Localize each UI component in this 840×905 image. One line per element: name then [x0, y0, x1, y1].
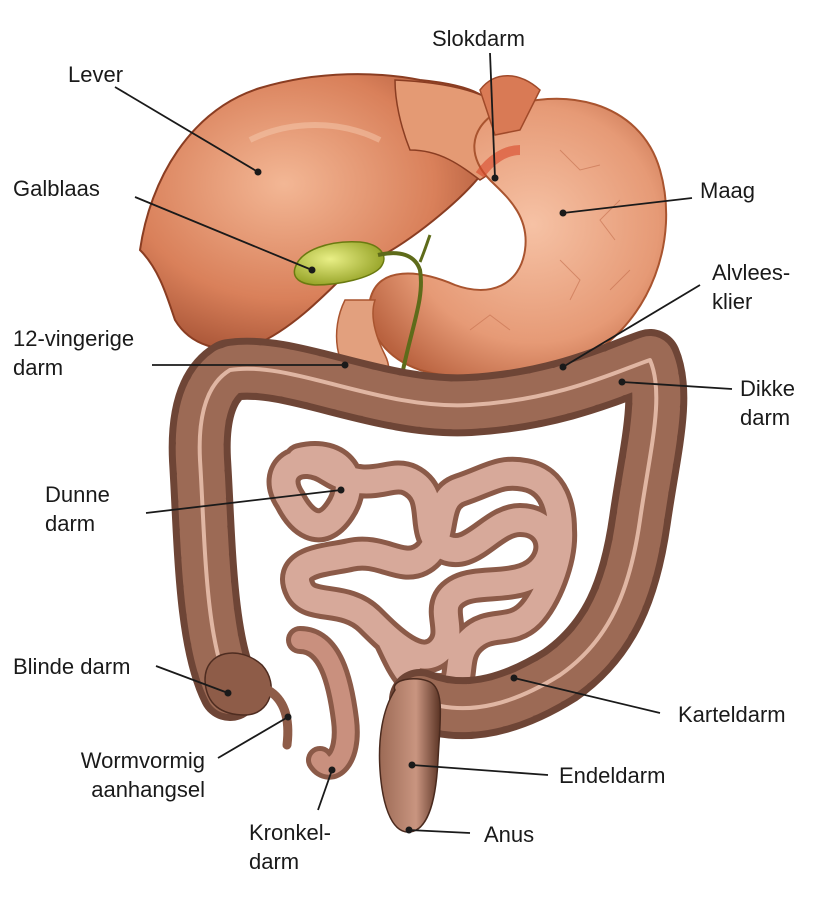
leader-lever: [114, 86, 259, 173]
label-kronkeldarm-line2: darm: [249, 849, 300, 874]
label-slokdarm: Slokdarm: [432, 26, 525, 51]
leader-slokdarm: [489, 52, 496, 179]
label-dunne-darm-line2: darm: [45, 511, 96, 536]
label-blinde-darm: Blinde darm: [13, 654, 131, 679]
label-dikke-darm-line1: Dikke: [740, 376, 796, 401]
label-lever: Lever: [68, 62, 124, 87]
leader-maag: [562, 197, 693, 214]
large-intestine-shape: [168, 329, 688, 740]
stomach-shape: [368, 97, 668, 380]
label-dunne-darm-line1: Dunne: [45, 482, 110, 507]
label-wormvormig-line1: Wormvormig: [80, 748, 205, 773]
label-dikke-darm-line2: darm: [740, 405, 791, 430]
label-wormvormig-aanhangsel: Wormvormig aanhangsel: [60, 746, 205, 804]
leader-lines: [114, 52, 733, 834]
label-twaalfvingerige-darm: 12-vingerige darm: [13, 324, 134, 382]
label-twaalfvingerige-line1: 12-vingerige: [13, 326, 135, 351]
label-kronkeldarm-line1: Kronkel-: [249, 820, 331, 845]
leader-blinde-darm: [155, 665, 229, 694]
leader-dikke-darm: [621, 381, 733, 390]
leader-dots: [224, 168, 626, 834]
label-wormvormig-line2: aanhangsel: [91, 777, 205, 802]
label-anus: Anus: [484, 822, 535, 847]
leader-wormvormig: [217, 716, 289, 759]
leader-endeldarm: [411, 764, 549, 776]
leader-alvleesklier: [562, 284, 701, 368]
label-kronkeldarm: Kronkel- darm: [249, 818, 331, 876]
label-galblaas: Galblaas: [13, 176, 100, 201]
label-dunne-darm: Dunne darm: [45, 480, 110, 538]
leader-kronkeldarm: [317, 769, 333, 811]
gallbladder-shape: [293, 234, 432, 386]
label-alvleesklier-line2: klier: [712, 289, 753, 314]
leader-dunne-darm: [145, 489, 342, 514]
label-endeldarm: Endeldarm: [559, 763, 666, 788]
label-karteldarm: Karteldarm: [678, 702, 786, 727]
leader-karteldarm: [513, 677, 661, 714]
leader-anus: [408, 829, 471, 834]
label-twaalfvingerige-line2: darm: [13, 355, 64, 380]
small-intestine-shape: [266, 441, 578, 780]
label-alvleesklier-line1: Alvlees-: [712, 260, 791, 285]
caecum-shape: [204, 652, 293, 750]
label-maag: Maag: [700, 178, 756, 203]
esophagus-shape: [479, 75, 541, 136]
label-alvleesklier: Alvlees- klier: [712, 258, 790, 316]
rectum-shape: [378, 678, 442, 833]
leader-galblaas: [134, 196, 313, 271]
label-dikke-darm: Dikke darm: [740, 374, 795, 432]
